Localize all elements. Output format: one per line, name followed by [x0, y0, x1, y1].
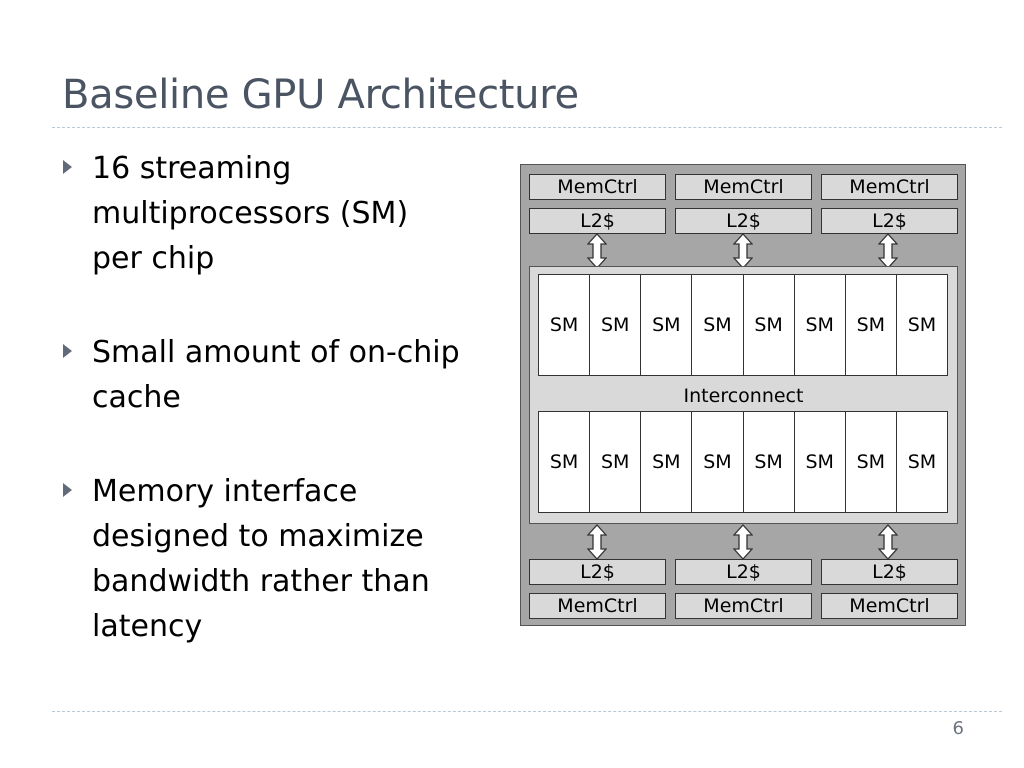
l2-cache-box: L2$ — [821, 208, 958, 234]
footer-divider — [52, 711, 1002, 712]
sm-unit: SM — [742, 412, 794, 512]
bidirectional-arrow-icon — [878, 233, 898, 269]
interconnect-panel: SM SM SM SM SM SM SM SM Interconnect SM … — [529, 266, 958, 524]
bidirectional-arrow-icon — [587, 524, 607, 560]
sm-unit: SM — [691, 275, 743, 375]
interconnect-label: Interconnect — [683, 385, 804, 407]
bullet-text: Memory interface designed to maximize ba… — [92, 474, 430, 644]
sm-unit: SM — [895, 412, 947, 512]
bullet-arrow-icon — [63, 160, 72, 174]
bullet-list: 16 streaming multiprocessors (SM) per ch… — [62, 146, 502, 698]
l2-cache-box: L2$ — [675, 559, 812, 585]
sm-unit: SM — [691, 412, 743, 512]
bullet-text: 16 streaming multiprocessors (SM) per ch… — [92, 151, 409, 276]
sm-unit: SM — [589, 412, 641, 512]
sm-unit: SM — [895, 275, 947, 375]
sm-unit: SM — [793, 275, 845, 375]
sm-unit: SM — [539, 275, 590, 375]
bidirectional-arrow-icon — [733, 233, 753, 269]
bullet-arrow-icon — [63, 344, 72, 358]
sm-unit: SM — [589, 275, 641, 375]
memctrl-box: MemCtrl — [821, 593, 958, 619]
slide-title: Baseline GPU Architecture — [62, 72, 579, 118]
title-divider — [52, 127, 1002, 128]
sm-unit: SM — [640, 275, 692, 375]
sm-unit: SM — [844, 412, 896, 512]
sm-unit: SM — [844, 275, 896, 375]
bidirectional-arrow-icon — [587, 233, 607, 269]
memctrl-box: MemCtrl — [529, 593, 666, 619]
memctrl-box: MemCtrl — [675, 174, 812, 200]
memctrl-box: MemCtrl — [821, 174, 958, 200]
l2-cache-box: L2$ — [675, 208, 812, 234]
l2-cache-box: L2$ — [821, 559, 958, 585]
bidirectional-arrow-icon — [878, 524, 898, 560]
bullet-item: 16 streaming multiprocessors (SM) per ch… — [62, 146, 502, 281]
l2-cache-box: L2$ — [529, 559, 666, 585]
page-number: 6 — [952, 718, 964, 739]
sm-unit: SM — [539, 412, 590, 512]
sm-row-top: SM SM SM SM SM SM SM SM — [538, 274, 948, 376]
memctrl-box: MemCtrl — [529, 174, 666, 200]
sm-row-bottom: SM SM SM SM SM SM SM SM — [538, 411, 948, 513]
bidirectional-arrow-icon — [733, 524, 753, 560]
sm-unit: SM — [742, 275, 794, 375]
memctrl-box: MemCtrl — [675, 593, 812, 619]
sm-unit: SM — [640, 412, 692, 512]
bullet-text: Small amount of on-chip cache — [92, 335, 460, 415]
sm-unit: SM — [793, 412, 845, 512]
bullet-item: Memory interface designed to maximize ba… — [62, 469, 502, 649]
bullet-item: Small amount of on-chip cache — [62, 330, 502, 420]
l2-cache-box: L2$ — [529, 208, 666, 234]
gpu-architecture-diagram: MemCtrl MemCtrl MemCtrl L2$ L2$ L2$ SM S… — [520, 164, 966, 626]
bullet-arrow-icon — [63, 483, 72, 497]
